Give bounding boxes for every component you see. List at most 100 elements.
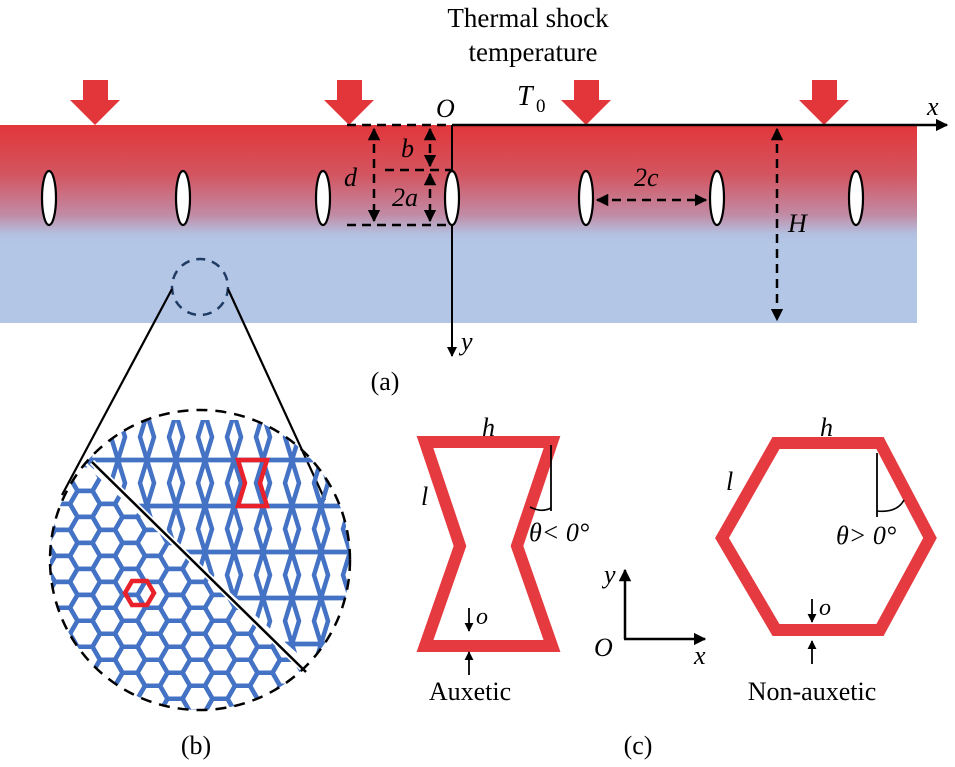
reentrant-cell — [143, 420, 180, 463]
dim-label-d: d — [344, 163, 358, 192]
hexagon-cell — [0, 517, 10, 543]
non-auxetic-thickness-label: o — [819, 595, 831, 621]
reentrant-cell — [317, 503, 350, 555]
c-x-label: x — [693, 641, 706, 670]
dim-label-b: b — [401, 134, 414, 163]
hexagon-cell — [205, 361, 235, 387]
reentrant-cell — [317, 641, 350, 693]
crack — [443, 169, 461, 227]
hexagon-cell — [292, 420, 328, 442]
caption-b: (b) — [181, 731, 211, 760]
hexagon-cell — [363, 530, 393, 556]
hexagon-cell — [50, 683, 81, 710]
hexagon-cell — [50, 618, 58, 650]
hexagon-cell — [295, 725, 325, 751]
hexagon-cell — [138, 738, 168, 764]
hexagon-cell — [295, 387, 325, 413]
crack — [708, 169, 726, 227]
hexagon-cell — [93, 348, 123, 374]
zoom-line-left — [61, 288, 173, 496]
hexagon-cell — [3, 426, 33, 452]
hexagon-cell — [205, 387, 235, 413]
hexagon-cell — [0, 725, 10, 751]
reentrant-cell — [288, 687, 325, 710]
reentrant-cell — [118, 736, 147, 767]
hexagon-cell — [112, 696, 148, 710]
hexagon-cell — [50, 514, 58, 546]
reentrant-cell — [60, 368, 89, 414]
hexagon-cell — [318, 374, 348, 400]
highlight-hexagon-cell — [122, 578, 157, 608]
non-auxetic-name: Non-auxetic — [748, 677, 877, 706]
reentrant-cell — [350, 736, 379, 767]
reentrant-cell — [56, 641, 93, 693]
reentrant-cell — [292, 368, 321, 414]
title-line-2: temperature — [469, 37, 598, 67]
reentrant-cell — [346, 420, 350, 463]
hexagon-cell — [50, 436, 58, 468]
hexagon-cell — [295, 361, 325, 387]
hexagon-cell — [70, 387, 100, 413]
reentrant-cell — [317, 687, 350, 710]
hexagon-cell — [228, 738, 258, 764]
hexagon-cell — [50, 420, 58, 442]
reentrant-cell — [379, 414, 408, 460]
hexagon-cell — [3, 608, 33, 634]
hexagon-cell — [318, 348, 348, 374]
auxetic-angle-label: θ< 0° — [529, 518, 589, 547]
hexagon-cell — [0, 465, 10, 491]
non-auxetic-label-h: h — [820, 413, 833, 442]
panel-b: (b) — [0, 335, 437, 767]
hexagon-cell — [3, 374, 33, 400]
hexagon-cell — [363, 556, 393, 582]
reentrant-cell — [346, 595, 350, 647]
crack — [174, 169, 192, 227]
reentrant-cell — [147, 736, 176, 767]
reentrant-cell — [408, 368, 437, 414]
hexagon-cell — [363, 712, 393, 738]
hexagon-cell — [205, 335, 235, 361]
hexagon-cell — [250, 725, 280, 751]
hexagon-cell — [363, 738, 393, 764]
reentrant-cell — [408, 506, 437, 552]
hexagon-cell — [228, 374, 258, 400]
hexagon-cell — [183, 374, 213, 400]
reentrant-cell — [321, 368, 350, 414]
hexagon-cell — [340, 725, 370, 751]
reentrant-cell — [379, 690, 408, 736]
hexagon-cell — [337, 670, 350, 702]
hexagon-cell — [48, 738, 78, 764]
hexagon-cell — [224, 709, 261, 710]
hexagon-cell — [0, 595, 10, 621]
hexagon-cell — [269, 420, 306, 429]
reentrant-cell — [176, 368, 205, 414]
hexagon-cell — [0, 543, 10, 569]
hexagon-cell — [0, 491, 10, 517]
hexagon-cell — [48, 348, 78, 374]
hexagon-cell — [3, 738, 33, 764]
hexagon-cell — [295, 751, 325, 767]
reentrant-cell — [147, 368, 176, 414]
reentrant-cell — [292, 736, 321, 767]
x-axis-label: x — [926, 92, 939, 121]
hexagon-cell — [50, 670, 58, 702]
hexagon-cell — [115, 387, 145, 413]
hexagon-cell — [0, 335, 10, 361]
reentrant-cell — [317, 420, 350, 463]
reentrant-cell — [346, 457, 350, 509]
hexagon-cell — [3, 634, 33, 660]
reentrant-cell — [60, 736, 89, 767]
hexagon-cell — [160, 361, 190, 387]
hexagon-cell — [67, 696, 103, 710]
hexagon-cell — [25, 361, 55, 387]
hexagon-cell — [337, 420, 350, 442]
hexagon-cell — [25, 335, 55, 361]
plate — [0, 125, 917, 323]
title-line-1: Thermal shock — [447, 3, 609, 33]
non-auxetic-label-l: l — [726, 467, 733, 496]
crack — [314, 169, 332, 227]
reentrant-cell — [321, 736, 350, 767]
reentrant-cell — [408, 552, 437, 598]
hexagon-cell — [340, 335, 370, 361]
